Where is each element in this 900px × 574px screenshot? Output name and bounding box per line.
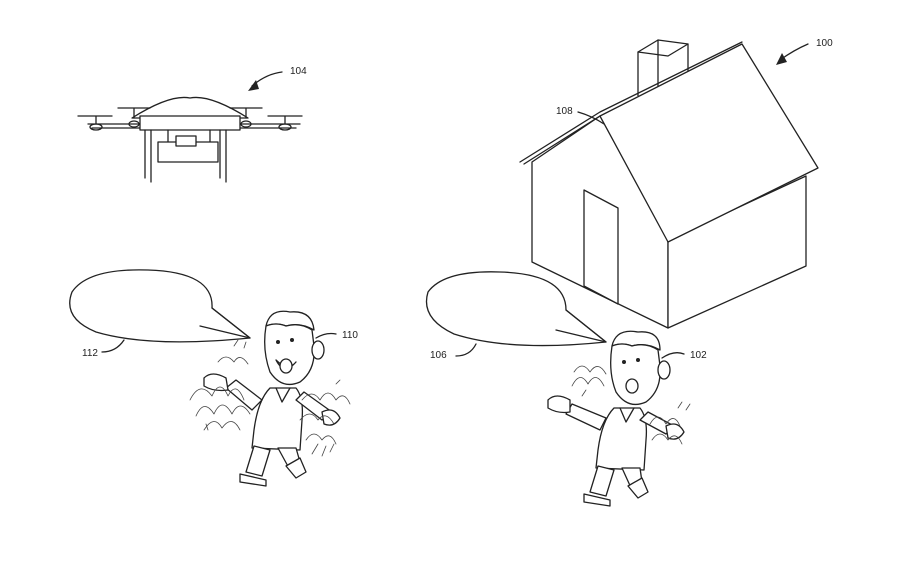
label-roof: 108	[556, 106, 573, 117]
speech-bubble-right: 106	[425, 271, 607, 361]
person-left: 110	[189, 310, 358, 487]
label-speech-right: 106	[430, 350, 447, 361]
label-person-right: 102	[690, 350, 707, 361]
house: 108 100	[519, 38, 833, 329]
label-house-system: 100	[816, 38, 833, 49]
label-speech-left: 112	[82, 348, 98, 359]
label-person-left: 110	[342, 330, 358, 341]
person-right: 102	[547, 330, 707, 507]
motion-lines-left	[189, 339, 351, 457]
drone: 104	[77, 66, 307, 183]
motion-lines-right	[571, 365, 691, 445]
label-drone: 104	[290, 66, 307, 77]
speech-bubble-left: 112	[69, 269, 251, 359]
